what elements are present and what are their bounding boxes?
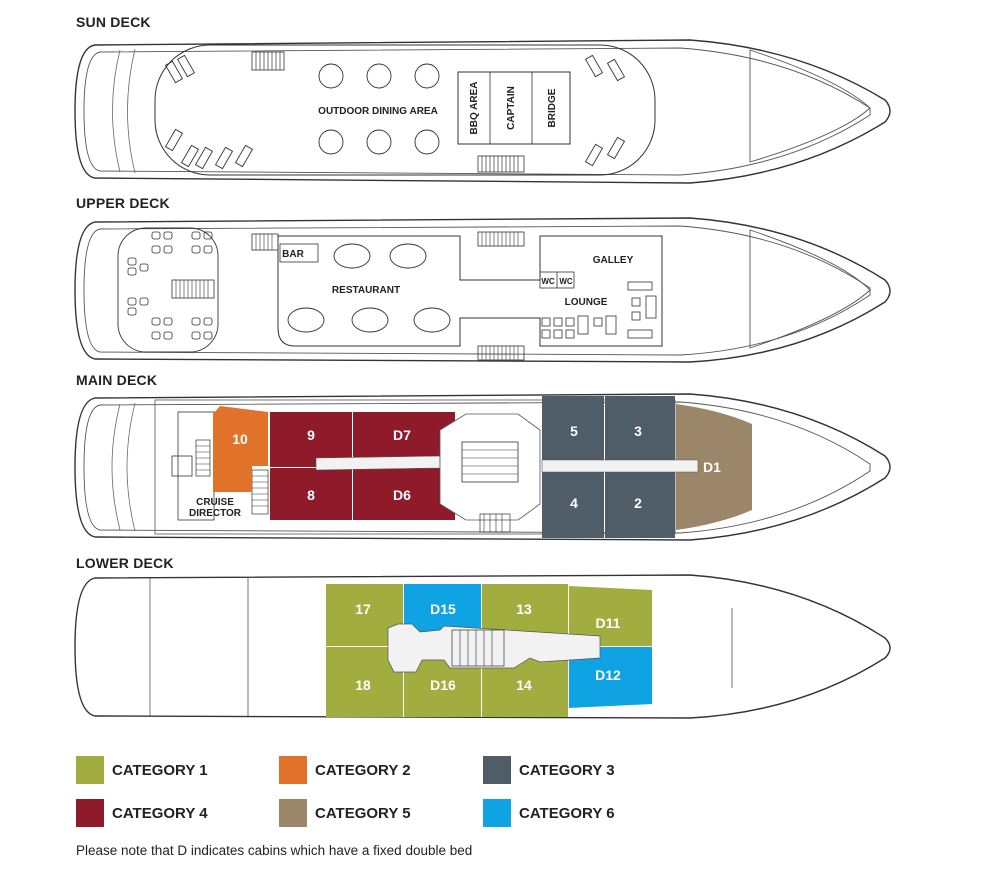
legend-category-1: CATEGORY 1 (76, 756, 208, 784)
category-5-label: CATEGORY 5 (315, 804, 411, 822)
cabin-14-label: 14 (516, 677, 532, 693)
wc-label-2: WC (559, 277, 573, 286)
bbq-area-label: BBQ AREA (469, 82, 480, 135)
cabin-4 (542, 470, 604, 538)
cabin-d1 (676, 404, 752, 530)
cruise-director-label-2: DIRECTOR (189, 508, 242, 519)
cabin-18-label: 18 (355, 677, 371, 693)
main-deck-plan: CRUISE DIRECTOR 10 9 D7 8 D6 5 3 4 2 D1 (74, 393, 891, 541)
cabin-d6 (353, 468, 455, 520)
category-2-label: CATEGORY 2 (315, 761, 411, 779)
legend-category-3: CATEGORY 3 (483, 756, 615, 784)
sun-deck-plan: OUTDOOR DINING AREA BBQ AREA CAPTAIN BRI… (74, 39, 891, 184)
cabin-10 (213, 406, 268, 492)
lower-deck-plan: 17 D15 13 D11 18 D16 14 D12 (74, 574, 891, 719)
category-4-label: CATEGORY 4 (112, 804, 208, 822)
cruise-director-label-1: CRUISE (196, 497, 234, 508)
cabin-4-label: 4 (570, 495, 578, 511)
legend-category-4: CATEGORY 4 (76, 799, 208, 827)
cabin-10-label: 10 (232, 431, 248, 447)
bar-label: BAR (282, 249, 304, 260)
cabin-8 (270, 468, 352, 520)
bridge-label: BRIDGE (547, 88, 558, 127)
cabin-d16-label: D16 (430, 677, 456, 693)
category-3-label: CATEGORY 3 (519, 761, 615, 779)
category-6-label: CATEGORY 6 (519, 804, 615, 822)
cabin-d15-label: D15 (430, 601, 456, 617)
double-bed-note: Please note that D indicates cabins whic… (76, 843, 473, 858)
cabin-d12-label: D12 (595, 667, 621, 683)
cabin-d1-label: D1 (703, 459, 721, 475)
cabin-5-label: 5 (570, 423, 578, 439)
cabin-d12 (569, 647, 652, 708)
upper-deck-title: UPPER DECK (76, 195, 170, 211)
category-3-swatch (483, 756, 511, 784)
lounge-label: LOUNGE (565, 297, 608, 308)
restaurant-label: RESTAURANT (332, 285, 400, 296)
cabin-5 (542, 396, 604, 464)
cabin-d11-label: D11 (596, 615, 621, 631)
outdoor-dining-label: OUTDOOR DINING AREA (318, 106, 438, 117)
sun-deck-title: SUN DECK (76, 14, 151, 30)
legend-category-2: CATEGORY 2 (279, 756, 411, 784)
cabin-d11 (569, 586, 652, 646)
wc-label-1: WC (541, 277, 555, 286)
category-6-swatch (483, 799, 511, 827)
cabin-9-label: 9 (307, 427, 315, 443)
cabin-3-label: 3 (634, 423, 642, 439)
upper-deck-plan: BAR RESTAURANT GALLEY WC WC LOUNGE (74, 217, 891, 363)
legend-category-5: CATEGORY 5 (279, 799, 411, 827)
galley-label: GALLEY (593, 255, 634, 266)
category-1-label: CATEGORY 1 (112, 761, 208, 779)
cabin-3 (605, 396, 675, 464)
category-2-swatch (279, 756, 307, 784)
cabin-2 (605, 470, 675, 538)
cabin-d7-label: D7 (393, 427, 411, 443)
captain-label: CAPTAIN (506, 86, 517, 130)
legend-category-6: CATEGORY 6 (483, 799, 615, 827)
category-4-swatch (76, 799, 104, 827)
category-1-swatch (76, 756, 104, 784)
main-deck-title: MAIN DECK (76, 372, 158, 388)
cabin-d6-label: D6 (393, 487, 411, 503)
lower-deck-title: LOWER DECK (76, 555, 174, 571)
cabin-8-label: 8 (307, 487, 315, 503)
cabin-2-label: 2 (634, 495, 642, 511)
cabin-17-label: 17 (355, 601, 371, 617)
cabin-13-label: 13 (516, 601, 532, 617)
category-5-swatch (279, 799, 307, 827)
